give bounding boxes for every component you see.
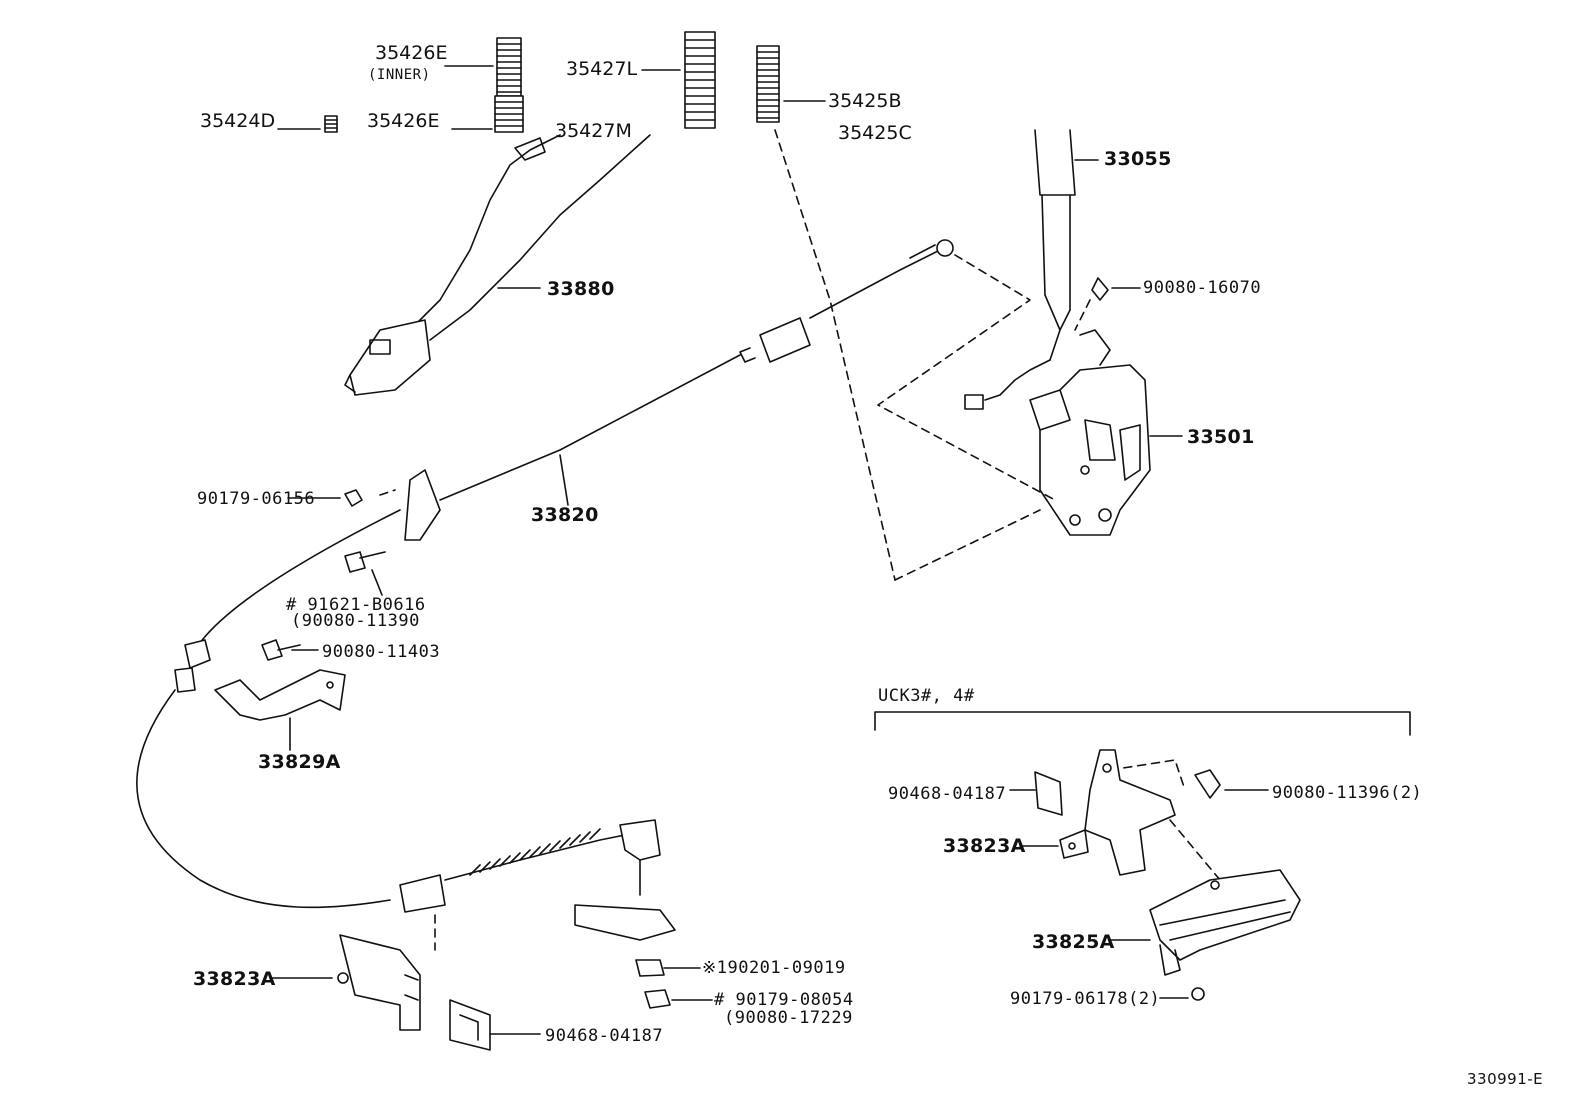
label-90080-17229: (90080-17229 (724, 1008, 853, 1028)
spring-35424D (324, 115, 338, 133)
spring-35426E-inner (496, 37, 522, 97)
harness-33880 (344, 134, 651, 396)
label-33501: 33501 (1187, 426, 1255, 448)
variant-label: UCK3#, 4# (878, 686, 975, 706)
diagram-code: 330991-E (1467, 1070, 1544, 1088)
label-35427M: 35427M (555, 120, 632, 142)
label-inner-note: (INNER) (368, 67, 431, 83)
label-90080-11396: 90080-11396(2) (1272, 783, 1423, 803)
dashed-assembly-lines (379, 129, 1221, 951)
spring-35426E (494, 95, 524, 133)
label-90179-08054: # 90179-08054 (714, 990, 854, 1010)
label-90179-06156: 90179-06156 (197, 489, 316, 509)
label-35427L: 35427L (566, 58, 638, 80)
label-33055: 33055 (1104, 148, 1172, 170)
label-90468-04187-left: 90468-04187 (545, 1026, 664, 1046)
label-35425B: 35425B (828, 90, 902, 112)
label-91621-B0616: # 91621-B0616 (286, 595, 426, 615)
label-33880: 33880 (547, 278, 615, 300)
label-35426E: 35426E (367, 110, 440, 132)
cable-33820 (136, 239, 954, 913)
label-33823A-right: 33823A (943, 835, 1026, 857)
spring-35425B (756, 45, 780, 123)
label-90179-06178: 90179-06178(2) (1010, 989, 1161, 1009)
label-35424D: 35424D (200, 110, 276, 132)
bracket-33823A-left (337, 934, 421, 1031)
label-90080-16070: 90080-16070 (1143, 278, 1262, 298)
label-35425C: 35425C (838, 122, 912, 144)
label-33820: 33820 (531, 504, 599, 526)
label-90468-04187-right: 90468-04187 (888, 784, 1007, 804)
label-90080-11390: (90080-11390 (291, 611, 420, 631)
label-90201-09019: ※190201-09019 (702, 958, 846, 978)
bracket-33823A-right (1059, 749, 1176, 876)
shift-lever-33055 (1034, 129, 1076, 361)
label-33825A: 33825A (1032, 931, 1115, 953)
label-33829A: 33829A (258, 751, 341, 773)
spring-35427L (684, 31, 716, 129)
variant-bracket-line (874, 711, 1411, 736)
bracket-33829A (214, 669, 346, 721)
clip-90468-04187-right (1034, 771, 1063, 816)
bracket-33825A (1149, 869, 1301, 976)
label-35426E-inner: 35426E (375, 42, 448, 64)
label-33823A-left: 33823A (193, 968, 276, 990)
shifter-assembly-33501 (964, 329, 1151, 536)
clip-90468-04187-left (449, 999, 491, 1051)
label-90080-11403: 90080-11403 (322, 642, 441, 662)
